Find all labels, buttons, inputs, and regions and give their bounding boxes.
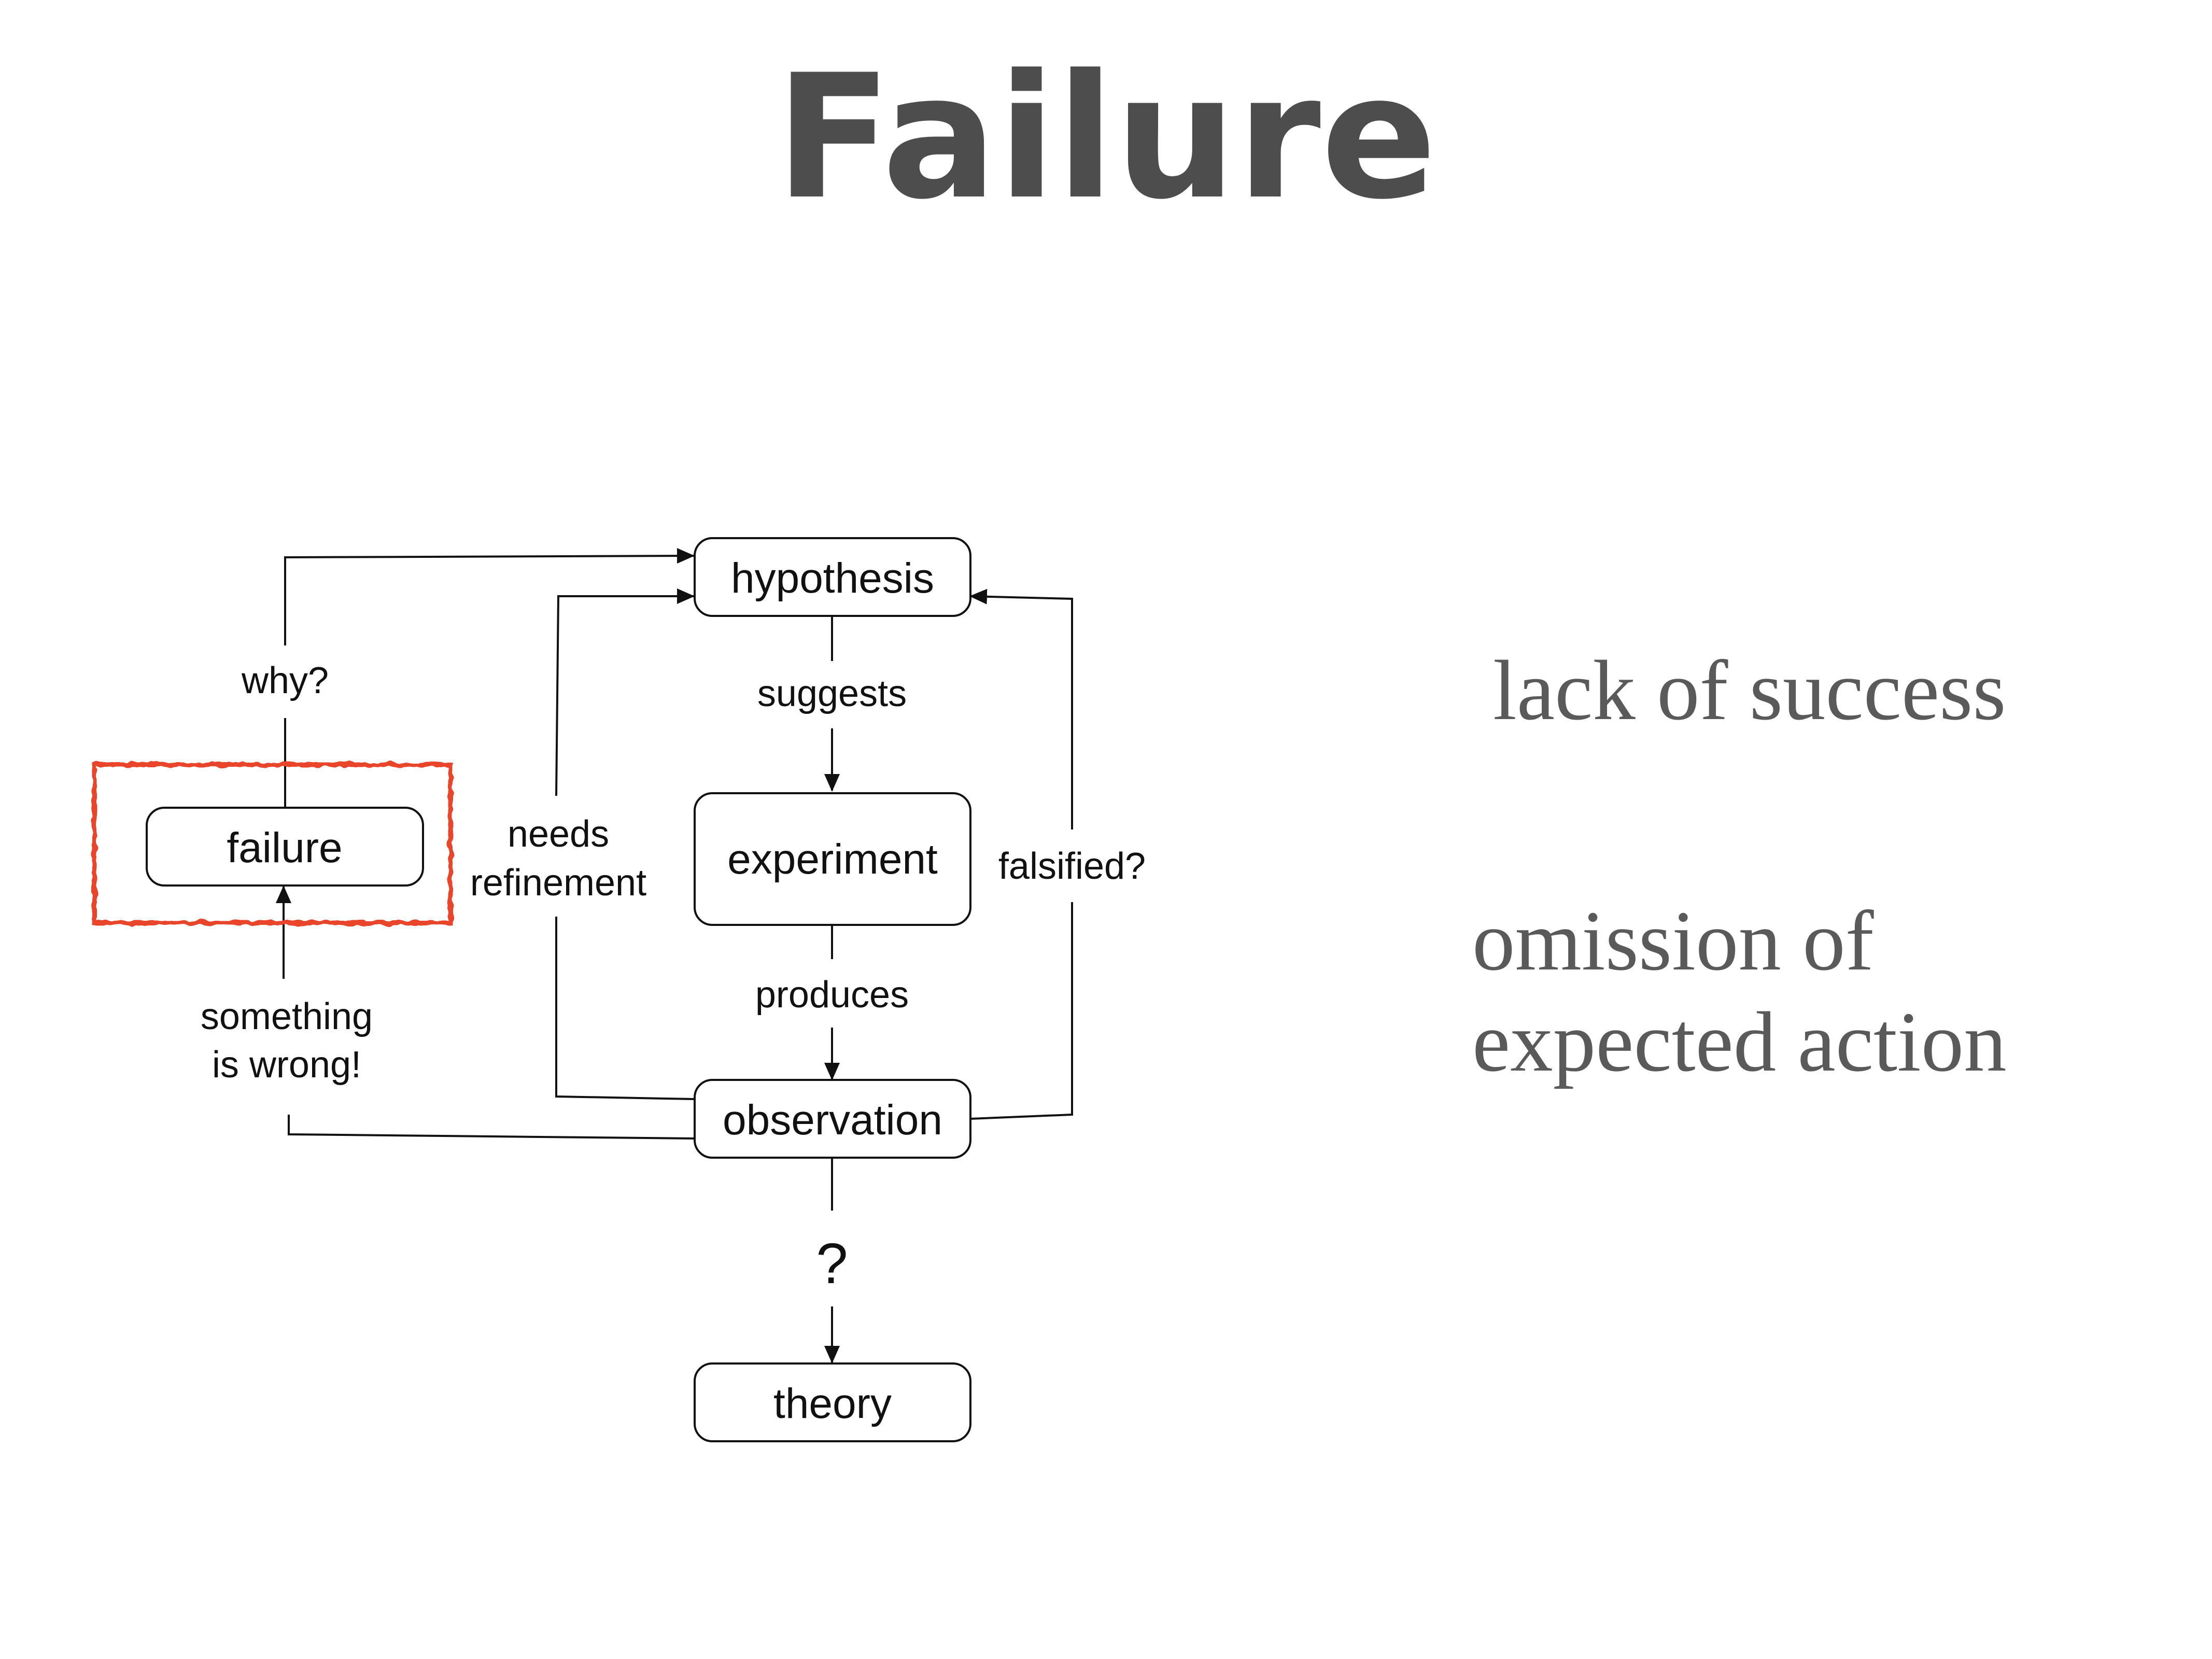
- node-observation: observation: [694, 1079, 971, 1159]
- node-observation-label: observation: [723, 1096, 942, 1144]
- edge-wrong-line-bottom: [288, 1115, 695, 1140]
- node-theory-label: theory: [773, 1380, 892, 1427]
- note-omission-line-1: omission of: [1472, 893, 1874, 988]
- note-omission: omission of expected action: [1472, 891, 2007, 1092]
- edge-label-needs: needs: [508, 813, 609, 855]
- node-experiment-label: experiment: [727, 836, 938, 883]
- node-theory: theory: [694, 1362, 971, 1442]
- edge-label-is-wrong: is wrong!: [212, 1044, 361, 1086]
- edge-refinement-line-bottom: [555, 917, 695, 1100]
- edge-falsified-line-top: [969, 588, 1073, 830]
- connectors: [276, 548, 1073, 1363]
- node-failure: failure: [146, 807, 424, 887]
- edge-label-why: why?: [241, 660, 329, 701]
- node-failure-label: failure: [227, 824, 342, 871]
- edge-label-falsified: falsified?: [998, 846, 1146, 887]
- edge-label-question: ?: [816, 1232, 848, 1296]
- node-experiment: experiment: [694, 792, 971, 926]
- edge-label-something: something: [201, 996, 373, 1037]
- edge-label-suggests: suggests: [757, 673, 907, 714]
- edge-why-line-top: [284, 548, 695, 645]
- failure-highlight-box: [92, 762, 453, 925]
- note-lack-of-success-text: lack of success: [1493, 643, 2006, 738]
- node-hypothesis-label: hypothesis: [731, 555, 934, 602]
- edge-label-produces: produces: [755, 974, 909, 1016]
- edge-falsified-line-bottom: [970, 902, 1073, 1120]
- edge-refinement-line-top: [555, 588, 695, 796]
- slide-title: Failure: [775, 38, 1437, 237]
- edge-label-refinement: refinement: [470, 862, 646, 904]
- note-omission-line-2: expected action: [1472, 994, 2007, 1089]
- node-hypothesis: hypothesis: [694, 537, 971, 617]
- note-lack-of-success: lack of success: [1493, 640, 2006, 741]
